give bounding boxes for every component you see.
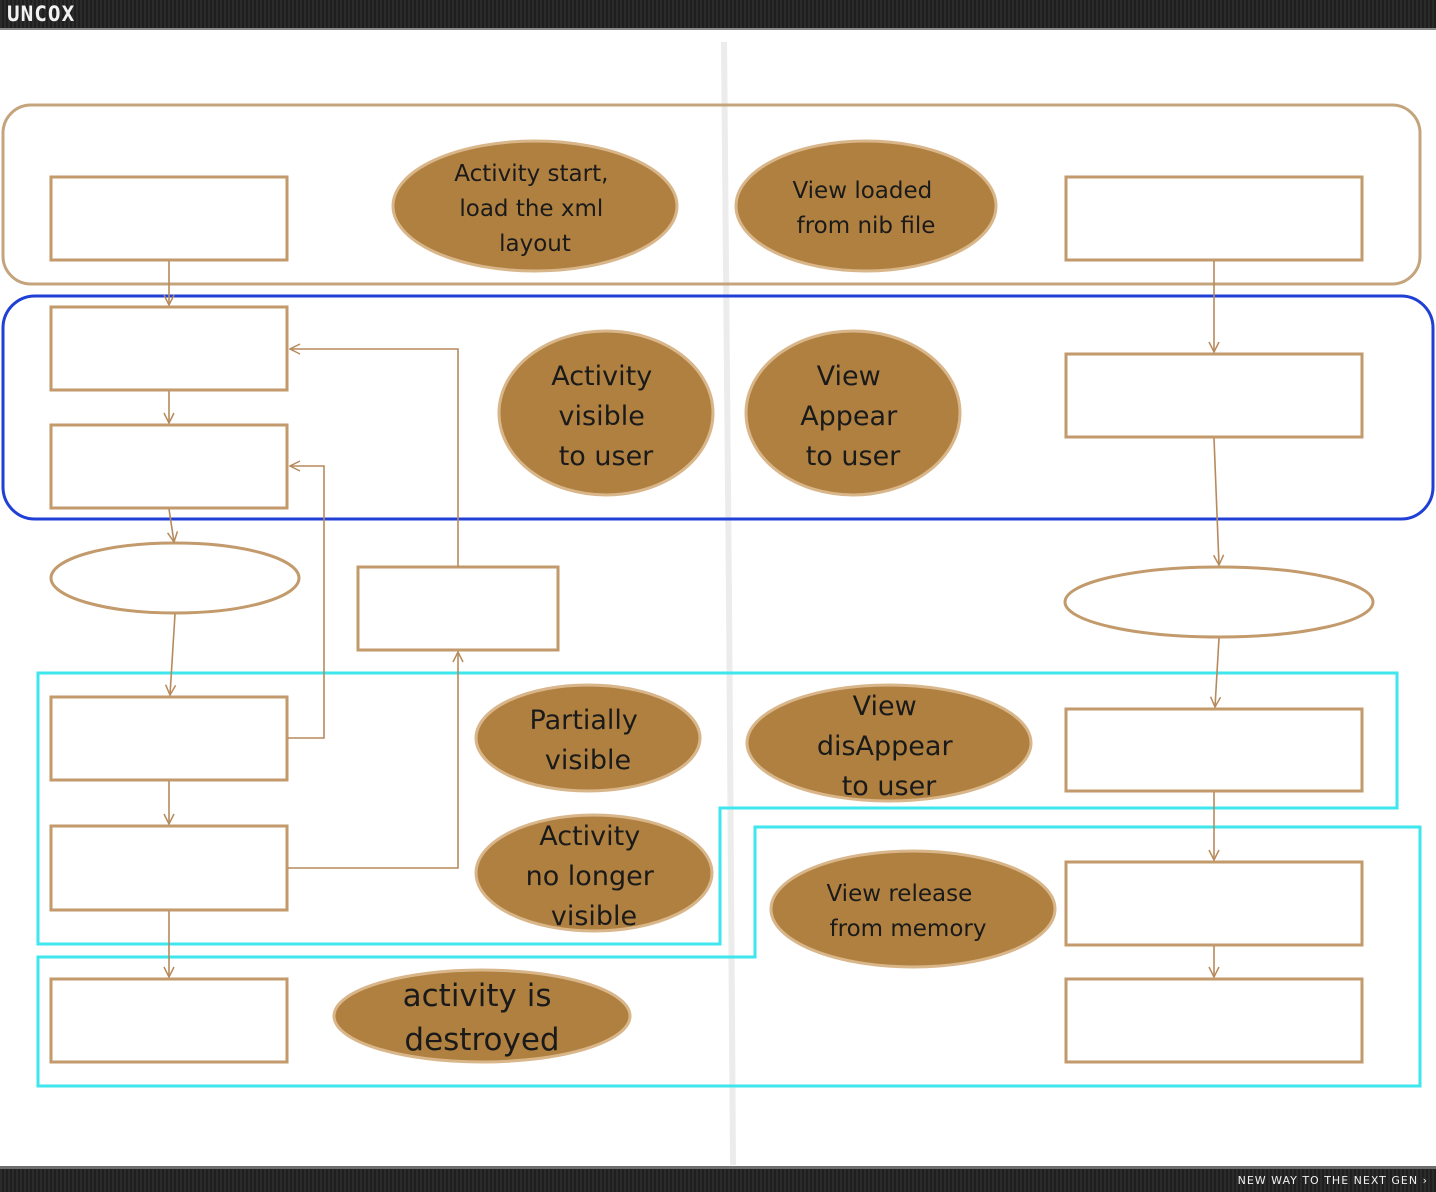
box-dealloc: [1064, 977, 1364, 1064]
box-viewdidload: [1064, 175, 1364, 262]
oval-activity-start: [391, 139, 679, 273]
group-partial: [36, 671, 1399, 946]
oval-activity-no-longer: [474, 813, 714, 933]
oval-activity-destroyed: [332, 968, 632, 1064]
label-activity-visible: Activity visible to user: [551, 361, 661, 472]
box-onpause: [49, 695, 289, 782]
oval-view-disappear: [745, 683, 1033, 803]
box-viewwillappear: [1064, 352, 1364, 439]
box-onstart: [49, 305, 289, 392]
oval-activity-visible: [497, 329, 715, 497]
box-onrestart: [356, 565, 560, 652]
label-view-loaded: View loaded from nib file: [792, 178, 939, 239]
oval-running: [49, 541, 301, 615]
label-activity-destroyed: activity is destroyed: [403, 978, 562, 1058]
box-viewwilldisappear: [1064, 707, 1364, 793]
oval-view-appear: [744, 329, 962, 497]
label-view-appear: View Appear to user: [800, 361, 906, 472]
group-create: [1, 103, 1422, 286]
arrow-running-pause: [170, 613, 175, 695]
group-visible: [1, 294, 1435, 521]
arrow-restart-start: [290, 349, 459, 567]
top-bar: UNCOX: [0, 0, 1436, 30]
label-activity-start: Activity start, load the xml layout: [454, 161, 616, 257]
oval-view-loaded: [734, 139, 998, 273]
arrow-running-disappear: [1215, 637, 1219, 707]
footer-tagline: NEW WAY TO THE NEXT GEN ›: [1237, 1174, 1428, 1187]
box-viewdidunload: [1064, 860, 1364, 947]
arrow-resume-running: [169, 508, 174, 542]
arrow-willappear-running: [1214, 437, 1219, 565]
box-oncreate: [49, 175, 289, 262]
box-onresume: [49, 423, 289, 510]
arrow-pause-resume: [288, 466, 325, 739]
arrow-stop-restart: [288, 652, 458, 869]
label-view-disappear: View disAppear to user: [817, 691, 961, 802]
label-activity-no-longer: Activity no longer visible: [526, 821, 663, 932]
bottom-bar: NEW WAY TO THE NEXT GEN ›: [0, 1166, 1436, 1192]
box-onstop: [49, 824, 289, 912]
label-partially-visible: Partially visible: [530, 705, 647, 776]
group-destroy: [36, 825, 1422, 1088]
oval-partially-visible: [474, 683, 702, 793]
oval-view-running: [1063, 565, 1375, 639]
oval-view-release: [769, 849, 1057, 969]
box-ondestroy: [49, 977, 289, 1064]
label-view-release: View release from memory: [826, 881, 986, 942]
center-divider: [721, 41, 736, 1166]
brand-logo: UNCOX: [7, 2, 76, 26]
